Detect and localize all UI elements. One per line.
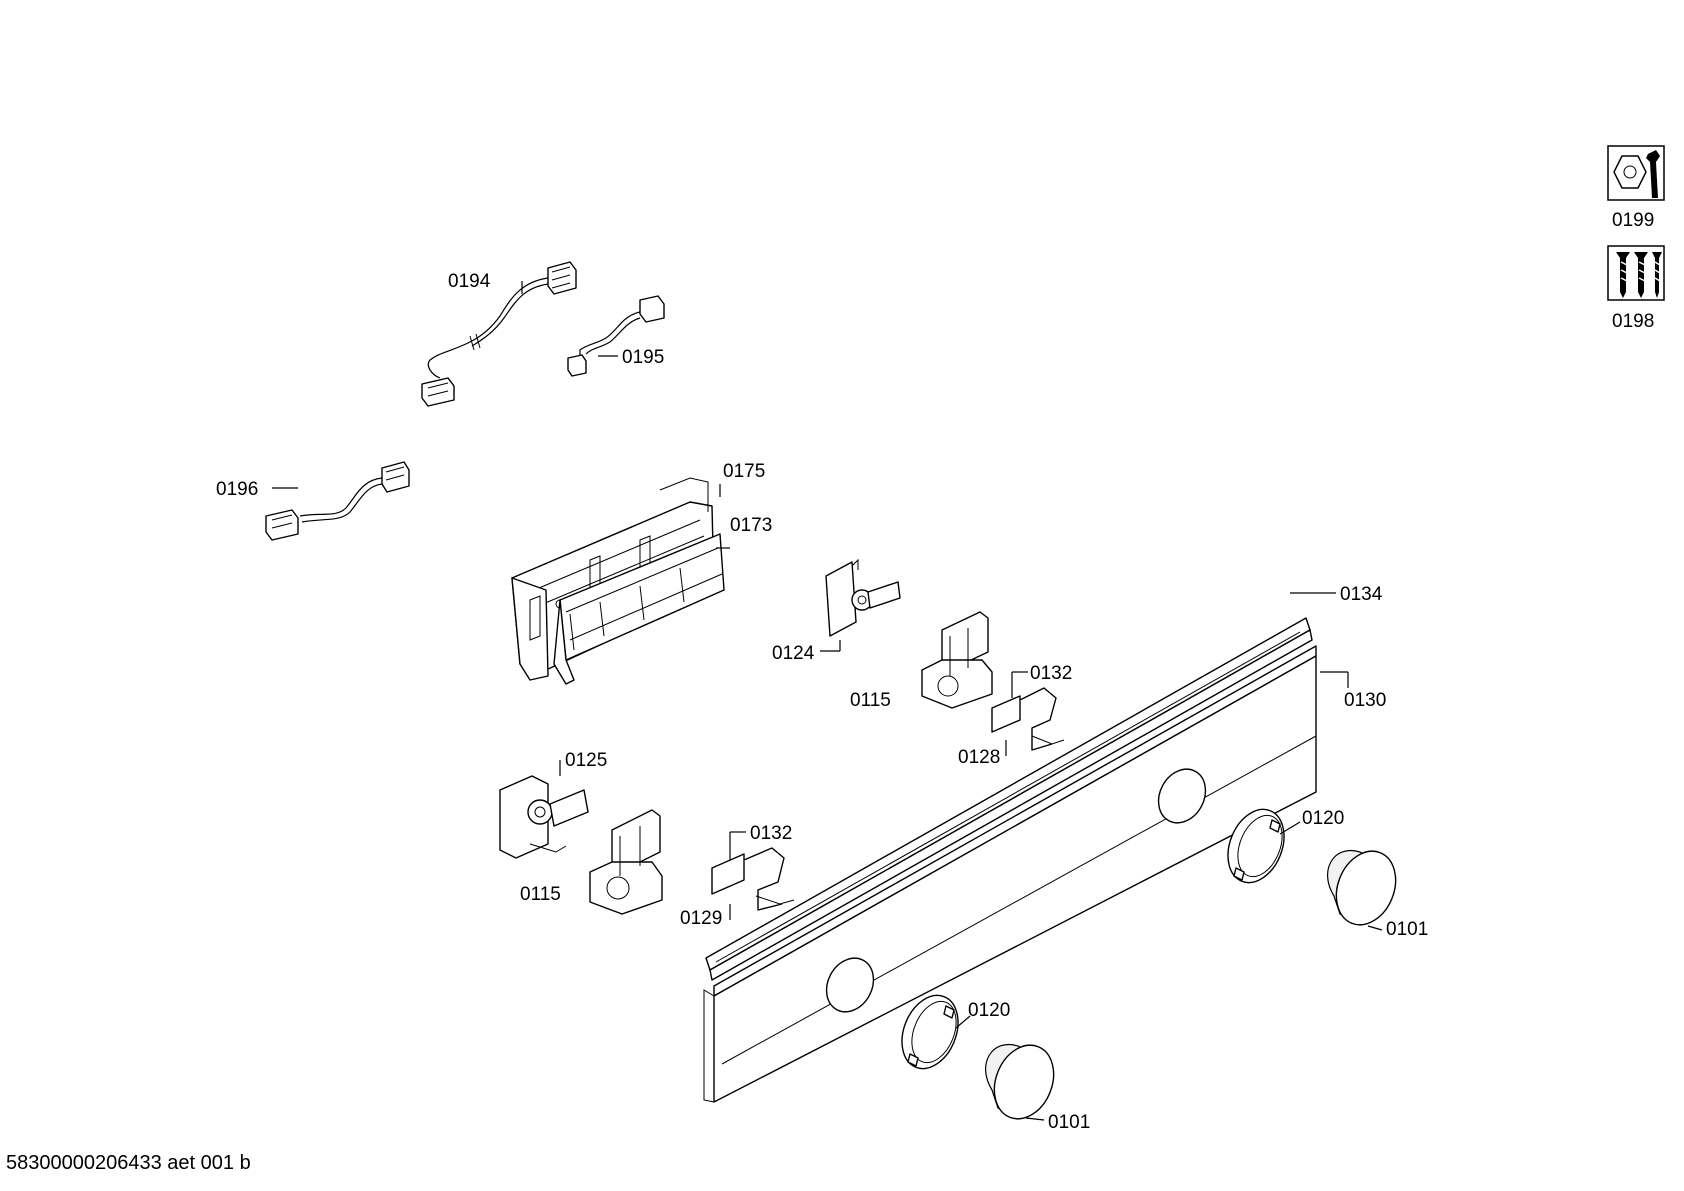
tools-icon[interactable]: [1607, 145, 1665, 201]
knob-ring-0120-lower[interactable]: [892, 987, 969, 1077]
knob-ring-0120-upper[interactable]: [1218, 801, 1295, 891]
bracket-0115-lower[interactable]: [589, 809, 663, 915]
display-pcb-0173[interactable]: [553, 533, 725, 685]
document-code: 58300000206433 aet 001 b: [6, 1152, 251, 1174]
label-0132-upper: 0132: [1030, 663, 1072, 684]
label-0130: 0130: [1344, 690, 1386, 711]
switch-0124[interactable]: [825, 558, 901, 637]
label-0115-lower: 0115: [520, 884, 561, 905]
leader-0120-lower: [955, 1015, 971, 1029]
wire-harness-0196[interactable]: [265, 461, 410, 541]
bracket-0115-upper[interactable]: [921, 611, 993, 709]
tools-icon-label: 0199: [1612, 210, 1654, 231]
sensor-bracket-0128[interactable]: [991, 687, 1065, 751]
label-0129: 0129: [680, 908, 722, 929]
label-0175: 0175: [723, 461, 765, 482]
label-0195: 0195: [622, 347, 664, 368]
label-0101-upper: 0101: [1386, 919, 1428, 940]
wire-harness-0194[interactable]: [421, 261, 577, 407]
knob-0101-lower[interactable]: [984, 1036, 1064, 1127]
label-0194: 0194: [448, 271, 491, 292]
sensor-bracket-0129[interactable]: [711, 847, 795, 911]
label-0125: 0125: [565, 750, 607, 771]
trim-strip-0134[interactable]: [705, 617, 1313, 981]
leader-0120-upper: [1279, 821, 1301, 835]
wire-harness-0195[interactable]: [567, 295, 665, 377]
label-0101-lower: 0101: [1048, 1112, 1090, 1133]
screws-icon-label: 0198: [1612, 311, 1654, 332]
leader-0101-lower: [1025, 1117, 1045, 1121]
label-0115-upper: 0115: [850, 690, 891, 711]
leader-0101-upper: [1367, 925, 1383, 931]
knob-0101-upper[interactable]: [1326, 842, 1406, 933]
label-0124: 0124: [772, 643, 815, 664]
label-0128: 0128: [958, 747, 1000, 768]
label-0173: 0173: [730, 515, 772, 536]
switch-0125[interactable]: [499, 775, 589, 859]
label-0132-lower: 0132: [750, 823, 792, 844]
label-0120-upper: 0120: [1302, 808, 1344, 829]
label-0120-lower: 0120: [968, 1000, 1010, 1021]
label-0134: 0134: [1340, 584, 1383, 605]
label-0196: 0196: [216, 479, 258, 500]
screws-icon[interactable]: [1607, 245, 1665, 301]
control-panel-0130[interactable]: [703, 645, 1317, 1103]
